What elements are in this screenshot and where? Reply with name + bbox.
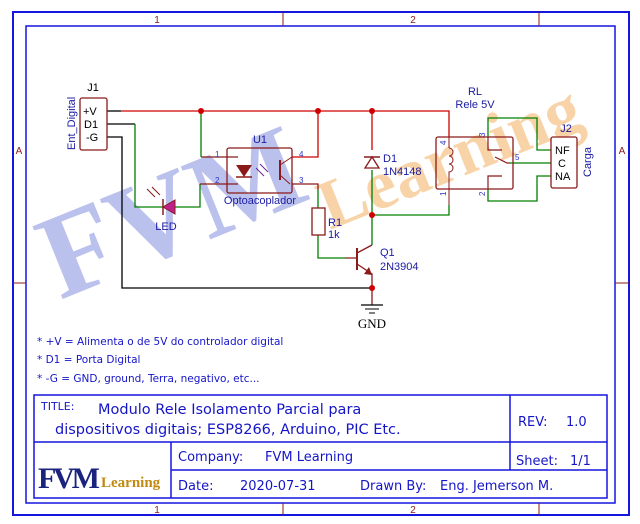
- date-label: Date:: [178, 479, 213, 494]
- q1-ref: Q1: [380, 247, 395, 259]
- row-label-right: A: [619, 146, 626, 157]
- relay-value: Rele 5V: [455, 99, 495, 111]
- gnd-label: GND: [358, 316, 386, 331]
- u1-pin-4: 4: [299, 150, 304, 159]
- r1-value: 1k: [328, 229, 340, 241]
- u1-pin-2: 2: [215, 176, 220, 185]
- relay-pin-1: 1: [439, 191, 448, 196]
- col-label-1: 1: [154, 15, 160, 26]
- rev-label: REV:: [518, 415, 547, 430]
- sheet-label: Sheet:: [516, 454, 558, 469]
- relay-ref: RL: [468, 86, 482, 98]
- title-line-1: Modulo Rele Isolamento Parcial para: [98, 402, 361, 418]
- r1-ref: R1: [328, 217, 342, 229]
- j1-pin-gnd: -G: [86, 132, 98, 144]
- connector-j2: J2 Carga NF C NA: [550, 123, 594, 189]
- led-indicator: LED: [146, 186, 177, 233]
- relay-pin-2: 2: [478, 191, 487, 196]
- drawn-by-label: Drawn By:: [360, 479, 426, 494]
- ground-symbol: GND: [358, 304, 386, 331]
- note-1: * +V = Alimenta o de 5V do controlador d…: [37, 336, 283, 348]
- relay-rl: RL Rele 5V 4 1 3 5 2: [435, 86, 520, 205]
- sheet-value: 1/1: [570, 454, 591, 469]
- relay-pin-3: 3: [478, 132, 487, 137]
- col-label-2: 2: [410, 15, 416, 26]
- j1-name: Ent_Digital: [66, 97, 78, 150]
- note-3: * -G = GND, ground, Terra, negativo, etc…: [37, 373, 260, 385]
- sheet-frame: 1 2 1 2 A A: [12, 11, 630, 516]
- d1-ref: D1: [383, 153, 397, 165]
- transistor-q1: Q1 2N3904: [345, 244, 419, 280]
- company-label: Company:: [178, 450, 243, 465]
- j2-ref: J2: [560, 123, 572, 135]
- u1-pin-3: 3: [299, 176, 304, 185]
- notes: * +V = Alimenta o de 5V do controlador d…: [37, 336, 283, 385]
- d1-value: 1N4148: [383, 166, 422, 178]
- j2-name: Carga: [582, 146, 594, 177]
- col-label-2-bottom: 2: [410, 505, 416, 516]
- date-value: 2020-07-31: [240, 479, 316, 494]
- title-line-2: dispositivos digitais; ESP8266, Arduino,…: [55, 422, 401, 438]
- led-ref: LED: [155, 221, 176, 233]
- j2-pin-nf: NF: [555, 145, 570, 157]
- j1-ref: J1: [87, 82, 99, 94]
- j1-pin-vcc: +V: [83, 106, 97, 118]
- rev-value: 1.0: [566, 415, 587, 430]
- title-label: TITLE:: [40, 400, 74, 413]
- wires: [107, 108, 551, 305]
- j2-pin-na: NA: [555, 171, 571, 183]
- relay-pin-4: 4: [439, 140, 448, 145]
- u1-ref: U1: [253, 134, 267, 146]
- logo-sub: Learning: [101, 475, 161, 491]
- diode-d1: D1 1N4148: [363, 153, 422, 178]
- resistor-r1: R1 1k: [311, 207, 342, 241]
- company-value: FVM Learning: [265, 450, 353, 465]
- connector-j1: J1 Ent_Digital +V D1 -G: [66, 82, 108, 151]
- logo-main: FVM: [38, 462, 100, 495]
- relay-pin-5: 5: [515, 153, 520, 162]
- u1-pin-1: 1: [215, 150, 220, 159]
- q1-value: 2N3904: [380, 261, 419, 273]
- watermark-sub: Learning: [307, 70, 592, 245]
- j1-pin-d1: D1: [84, 119, 98, 131]
- row-label-left: A: [16, 146, 23, 157]
- j2-pin-c: C: [558, 158, 566, 170]
- note-2: * D1 = Porta Digital: [37, 354, 140, 366]
- optocoupler-u1: U1 Optoacoplador 1 2 3 4: [215, 134, 304, 207]
- title-block: TITLE: Modulo Rele Isolamento Parcial pa…: [33, 394, 608, 499]
- u1-name: Optoacoplador: [224, 195, 296, 207]
- drawn-by-value: Eng. Jemerson M.: [440, 479, 553, 494]
- company-logo: FVM Learning: [38, 462, 161, 495]
- col-label-1-bottom: 1: [154, 505, 160, 516]
